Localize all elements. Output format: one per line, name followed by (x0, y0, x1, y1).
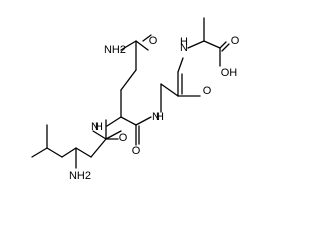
nh-glu-gly-hydrogen-label: H (156, 111, 164, 123)
amide-nh2-label: NH2 (104, 44, 126, 56)
atom-labels: NH2 O N H N H O O OH N H O O NH2 (69, 35, 240, 182)
bond (120, 69, 137, 91)
bond (120, 116, 137, 126)
amino-nh2-label: NH2 (69, 170, 91, 182)
bond (90, 138, 107, 158)
bond (46, 147, 63, 158)
acid-oxygen-label: O (231, 35, 240, 47)
bond (177, 57, 184, 73)
bond (106, 116, 122, 127)
nh-gly-ala-label: N (180, 42, 188, 54)
bond (92, 130, 107, 140)
structure-svg: NH2 O N H N H O O OH N H O O NH2 (31, 17, 240, 182)
bonds (31, 17, 230, 169)
glu-carbonyl-oxygen-label: O (132, 145, 141, 157)
bond (120, 40, 137, 51)
bond (187, 40, 205, 49)
bond (135, 40, 149, 51)
acid-hydroxyl-label: OH (221, 67, 238, 79)
bond (105, 130, 122, 140)
leu-carbonyl-oxygen-label: O (119, 132, 128, 144)
bond (75, 147, 92, 158)
nh-leu-glu-hydrogen-label: H (95, 121, 103, 133)
gly-carbonyl-oxygen-label: O (203, 85, 212, 97)
bond (61, 147, 77, 158)
molecule-structure-diagram: NH2 O N H N H O O OH N H O O NH2 (31, 17, 240, 182)
bond (31, 147, 48, 158)
side-chain-oxygen-label: O (149, 35, 158, 47)
bond (219, 41, 227, 49)
bond (135, 116, 152, 126)
bond (142, 34, 152, 42)
nh-glu-gly-label: N (152, 111, 160, 123)
bond (221, 43, 230, 52)
nh-leu-glu-label: N (91, 121, 99, 133)
bond (160, 83, 179, 97)
nh-gly-ala-hydrogen-label: H (180, 36, 188, 48)
bond (203, 40, 221, 49)
